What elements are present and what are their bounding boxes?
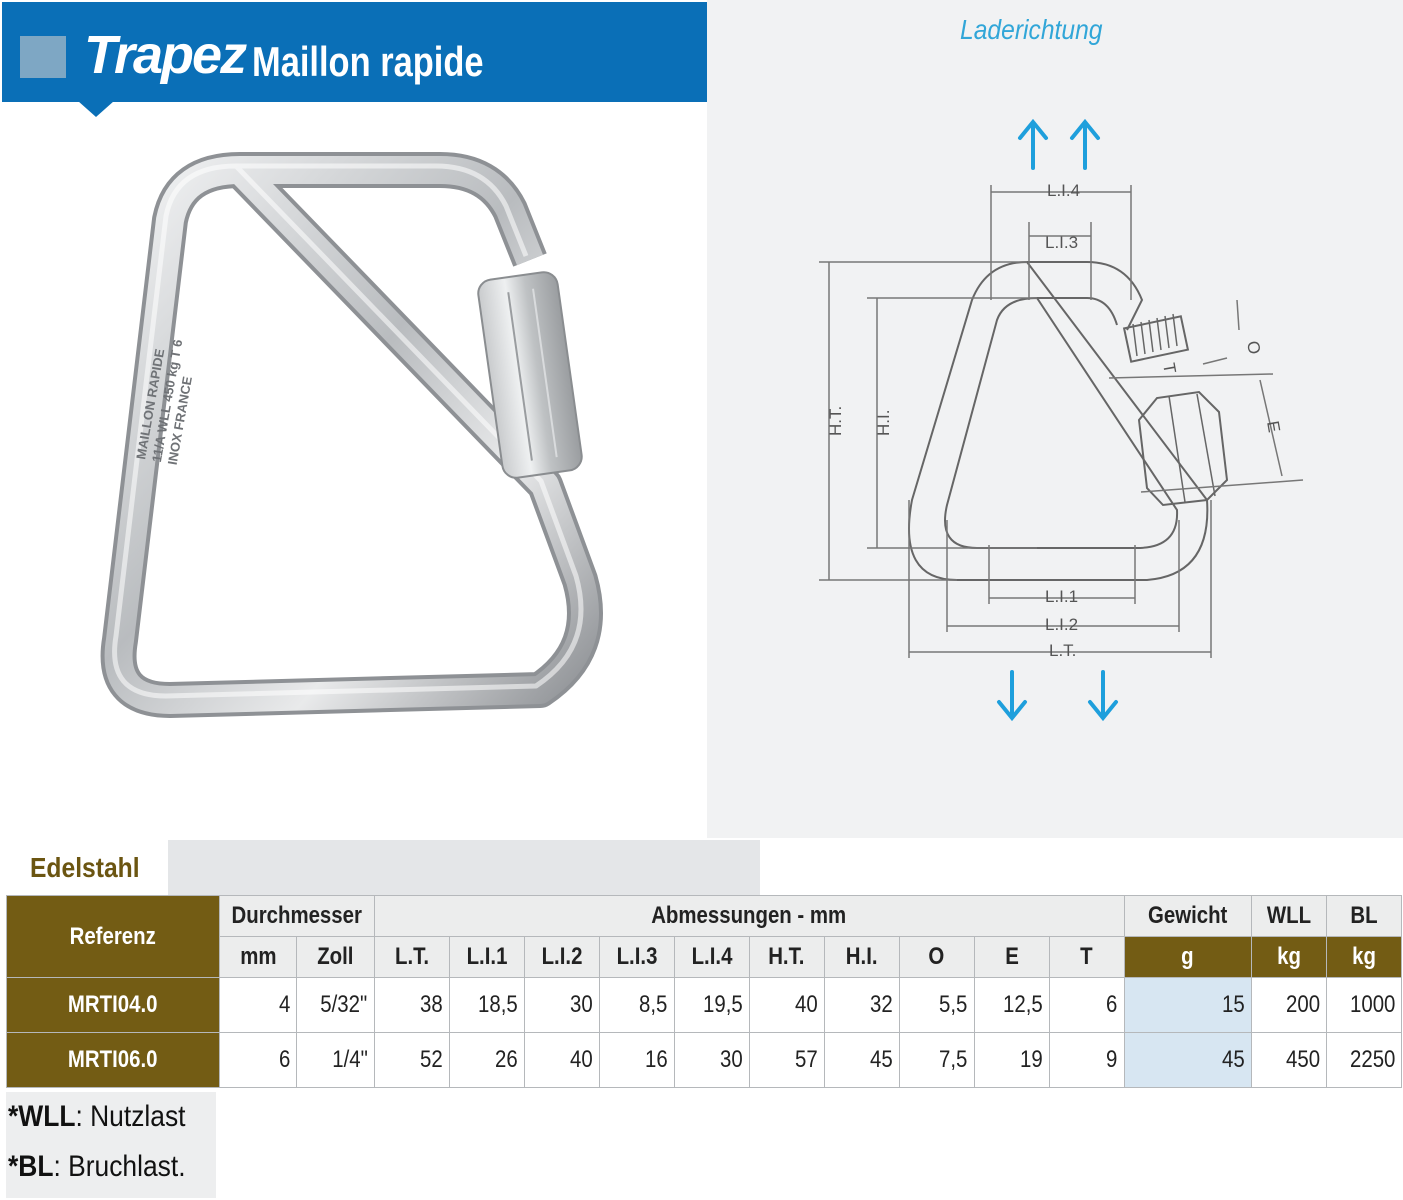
table-row: MRTI06.0 6 1/4" 52 26 40 16 30 57 45 7,5… — [5, 1032, 1403, 1088]
cell-ht: 57 — [748, 1032, 825, 1088]
subheader-ht: H.T. — [748, 936, 825, 978]
dim-label-lt: L.T. — [1049, 641, 1076, 660]
cell-hi: 32 — [823, 977, 900, 1033]
cell-bl: 1000 — [1325, 977, 1403, 1033]
dim-label-ht: H.T. — [826, 406, 845, 436]
subheader-li1: L.I.1 — [448, 936, 525, 978]
dim-label-li4: L.I.4 — [1047, 181, 1080, 200]
subheader-bl-kg: kg — [1325, 936, 1403, 978]
cell-li2: 40 — [523, 1032, 600, 1088]
header-bl: BL — [1325, 895, 1403, 937]
header-referenz: Referenz — [5, 895, 221, 978]
cell-zoll: 5/32" — [296, 977, 375, 1033]
arrow-up-icon — [1070, 118, 1100, 170]
subheader-zoll: Zoll — [296, 936, 375, 978]
cell-t: 6 — [1048, 977, 1125, 1033]
cell-mm: 4 — [219, 977, 298, 1033]
dimension-drawing: L.I.4 L.I.3 L.I.1 L.I.2 L.T. H.T. H.I. O… — [819, 118, 1304, 722]
dim-label-t: T — [1159, 361, 1180, 375]
product-subtitle: Maillon rapide — [252, 38, 484, 85]
row-reference: MRTI06.0 — [5, 1032, 221, 1088]
cell-lt: 52 — [373, 1032, 450, 1088]
row-reference: MRTI04.0 — [5, 977, 221, 1033]
cell-hi: 45 — [823, 1032, 900, 1088]
cell-li3: 8,5 — [598, 977, 675, 1033]
subheader-wll-kg: kg — [1250, 936, 1327, 978]
cell-zoll: 1/4" — [296, 1032, 375, 1088]
header-durchmesser: Durchmesser — [219, 895, 375, 937]
dim-label-e: E — [1263, 419, 1284, 433]
note-wll: *WLL: Nutzlast — [8, 1100, 186, 1133]
specification-table: Referenz Durchmesser Abmessungen - mm Ge… — [5, 895, 1403, 1088]
cell-wll: 450 — [1250, 1032, 1327, 1088]
dim-label-li1: L.I.1 — [1045, 587, 1078, 606]
header-gewicht: Gewicht — [1123, 895, 1252, 937]
banner-notch — [78, 101, 114, 117]
subheader-t: T — [1048, 936, 1125, 978]
cell-li4: 30 — [673, 1032, 750, 1088]
subheader-mm: mm — [219, 936, 298, 978]
cell-li1: 18,5 — [448, 977, 525, 1033]
cell-bl: 2250 — [1325, 1032, 1403, 1088]
subheader-o: O — [898, 936, 975, 978]
cell-mm: 6 — [219, 1032, 298, 1088]
cell-wll: 200 — [1250, 977, 1327, 1033]
table-row: MRTI04.0 4 5/32" 38 18,5 30 8,5 19,5 40 … — [5, 977, 1403, 1033]
banner-square-icon — [20, 36, 66, 78]
arrow-down-icon — [997, 670, 1027, 722]
cell-ht: 40 — [748, 977, 825, 1033]
arrow-down-icon — [1088, 670, 1118, 722]
load-direction-title: Laderichtung — [960, 14, 1103, 45]
cell-e: 12,5 — [973, 977, 1050, 1033]
header-abmessungen: Abmessungen - mm — [373, 895, 1125, 937]
cell-li2: 30 — [523, 977, 600, 1033]
cell-lt: 38 — [373, 977, 450, 1033]
dim-label-o: O — [1243, 339, 1264, 355]
product-photo: MAILLON RAPIDE 11/A WLL 450 kg T 6 INOX … — [100, 152, 603, 718]
subheader-li4: L.I.4 — [673, 936, 750, 978]
arrow-up-icon — [1018, 118, 1048, 170]
cell-t: 9 — [1048, 1032, 1125, 1088]
subheader-li2: L.I.2 — [523, 936, 600, 978]
tab-edelstahl-label: Edelstahl — [30, 852, 140, 883]
cell-o: 7,5 — [898, 1032, 975, 1088]
title-banner: Trapez Maillon rapide — [2, 2, 707, 102]
cell-gewicht: 15 — [1123, 977, 1252, 1033]
header-wll: WLL — [1250, 895, 1327, 937]
brand-title: Trapez — [84, 25, 247, 85]
note-bl: *BL: Bruchlast. — [8, 1150, 186, 1183]
subheader-li3: L.I.3 — [598, 936, 675, 978]
cell-o: 5,5 — [898, 977, 975, 1033]
dim-label-li3: L.I.3 — [1045, 233, 1078, 252]
subheader-hi: H.I. — [823, 936, 900, 978]
technical-diagram-panel: Laderichtung — [707, 0, 1403, 838]
tab-edelstahl[interactable]: Edelstahl — [2, 840, 168, 895]
cell-gewicht: 45 — [1123, 1032, 1252, 1088]
legend-notes: *WLL: Nutzlast *BL: Bruchlast. — [6, 1092, 216, 1198]
dim-label-hi: H.I. — [874, 410, 893, 436]
subheader-g: g — [1123, 936, 1252, 978]
subheader-e: E — [973, 936, 1050, 978]
cell-e: 19 — [973, 1032, 1050, 1088]
subheader-lt: L.T. — [373, 936, 450, 978]
dim-label-li2: L.I.2 — [1045, 615, 1078, 634]
cell-li3: 16 — [598, 1032, 675, 1088]
cell-li1: 26 — [448, 1032, 525, 1088]
cell-li4: 19,5 — [673, 977, 750, 1033]
